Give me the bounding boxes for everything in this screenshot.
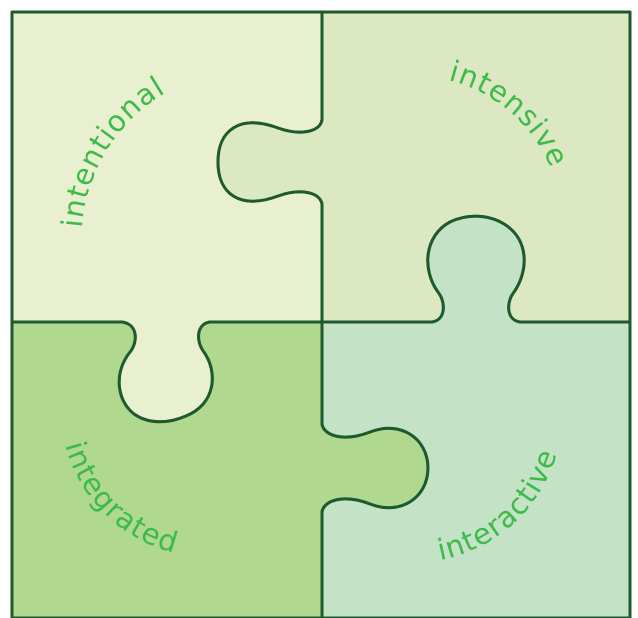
puzzle-piece-interactive [320,214,632,618]
